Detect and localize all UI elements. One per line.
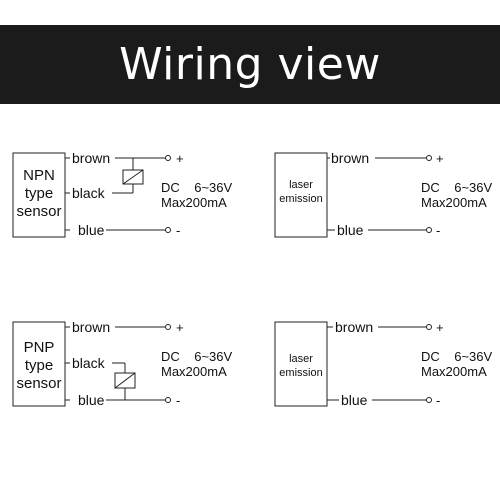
pnp-minus-sign: - (176, 393, 180, 408)
pnp-sensor-box (12, 321, 66, 407)
laser-bottom-brown-label: brown (335, 319, 373, 335)
npn-plus-terminal (165, 155, 171, 161)
pnp-brown-label: brown (72, 319, 110, 335)
pnp-current-spec: Max200mA (161, 364, 227, 379)
npn-black-label: black (72, 185, 106, 201)
laser-bottom-voltage-spec: DC 6~36V (421, 349, 493, 364)
laser-top-blue-label: blue (337, 222, 364, 238)
pnp-blue-label: blue (78, 392, 105, 408)
npn-plus-sign: + (176, 151, 184, 166)
laser-bottom-current-spec: Max200mA (421, 364, 487, 379)
npn-sensor-label-line1: NPN (23, 167, 55, 184)
laser-top-label-line1: laser (289, 179, 313, 191)
laser-top-plus-sign: + (436, 151, 444, 166)
pnp-plus-sign: + (176, 320, 184, 335)
pnp-wiring-diagram: PNP type sensor brown + black blue - DC … (12, 319, 233, 408)
laser-bottom-blue-label: blue (341, 392, 368, 408)
laser-top-current-spec: Max200mA (421, 195, 487, 210)
npn-relay-coil-icon (122, 169, 144, 185)
laser-top-plus-terminal (426, 155, 432, 161)
pnp-minus-terminal (165, 397, 171, 403)
npn-sensor-label-line2: type (25, 185, 53, 202)
npn-sensor-label-line3: sensor (16, 203, 61, 220)
laser-bottom-plus-sign: + (436, 320, 444, 335)
laser-bottom-plus-terminal (426, 324, 432, 330)
pnp-sensor-label-line1: PNP (24, 339, 55, 356)
page-title: Wiring view (119, 39, 381, 90)
npn-minus-sign: - (176, 223, 180, 238)
laser-top-box (274, 152, 328, 238)
laser-top-brown-label: brown (331, 150, 369, 166)
pnp-voltage-spec: DC 6~36V (161, 349, 233, 364)
laser-bottom-box (274, 321, 328, 407)
pnp-sensor-label-line3: sensor (16, 375, 61, 392)
laser-top-minus-terminal (426, 227, 432, 233)
laser-top-label-line2: emission (279, 193, 322, 205)
pnp-sensor-label-line2: type (25, 357, 53, 374)
laser-bottom-minus-sign: - (436, 393, 440, 408)
npn-sensor-box (12, 152, 66, 238)
pnp-relay-coil-icon (114, 372, 136, 389)
npn-current-spec: Max200mA (161, 195, 227, 210)
laser-bottom-wiring-diagram: laser emission brown + blue - DC 6~36V M… (274, 319, 493, 408)
npn-wiring-diagram: NPN type sensor brown + black blue - DC … (12, 150, 233, 238)
laser-bottom-label-line2: emission (279, 367, 322, 379)
pnp-black-label: black (72, 355, 106, 371)
laser-top-wiring-diagram: laser emission brown + blue - DC 6~36V M… (274, 150, 493, 238)
pnp-plus-terminal (165, 324, 171, 330)
header-banner: Wiring view (0, 25, 500, 104)
laser-bottom-minus-terminal (426, 397, 432, 403)
npn-voltage-spec: DC 6~36V (161, 180, 233, 195)
npn-minus-terminal (165, 227, 171, 233)
npn-brown-label: brown (72, 150, 110, 166)
laser-top-voltage-spec: DC 6~36V (421, 180, 493, 195)
npn-blue-label: blue (78, 222, 105, 238)
laser-top-minus-sign: - (436, 223, 440, 238)
laser-bottom-label-line1: laser (289, 353, 313, 365)
